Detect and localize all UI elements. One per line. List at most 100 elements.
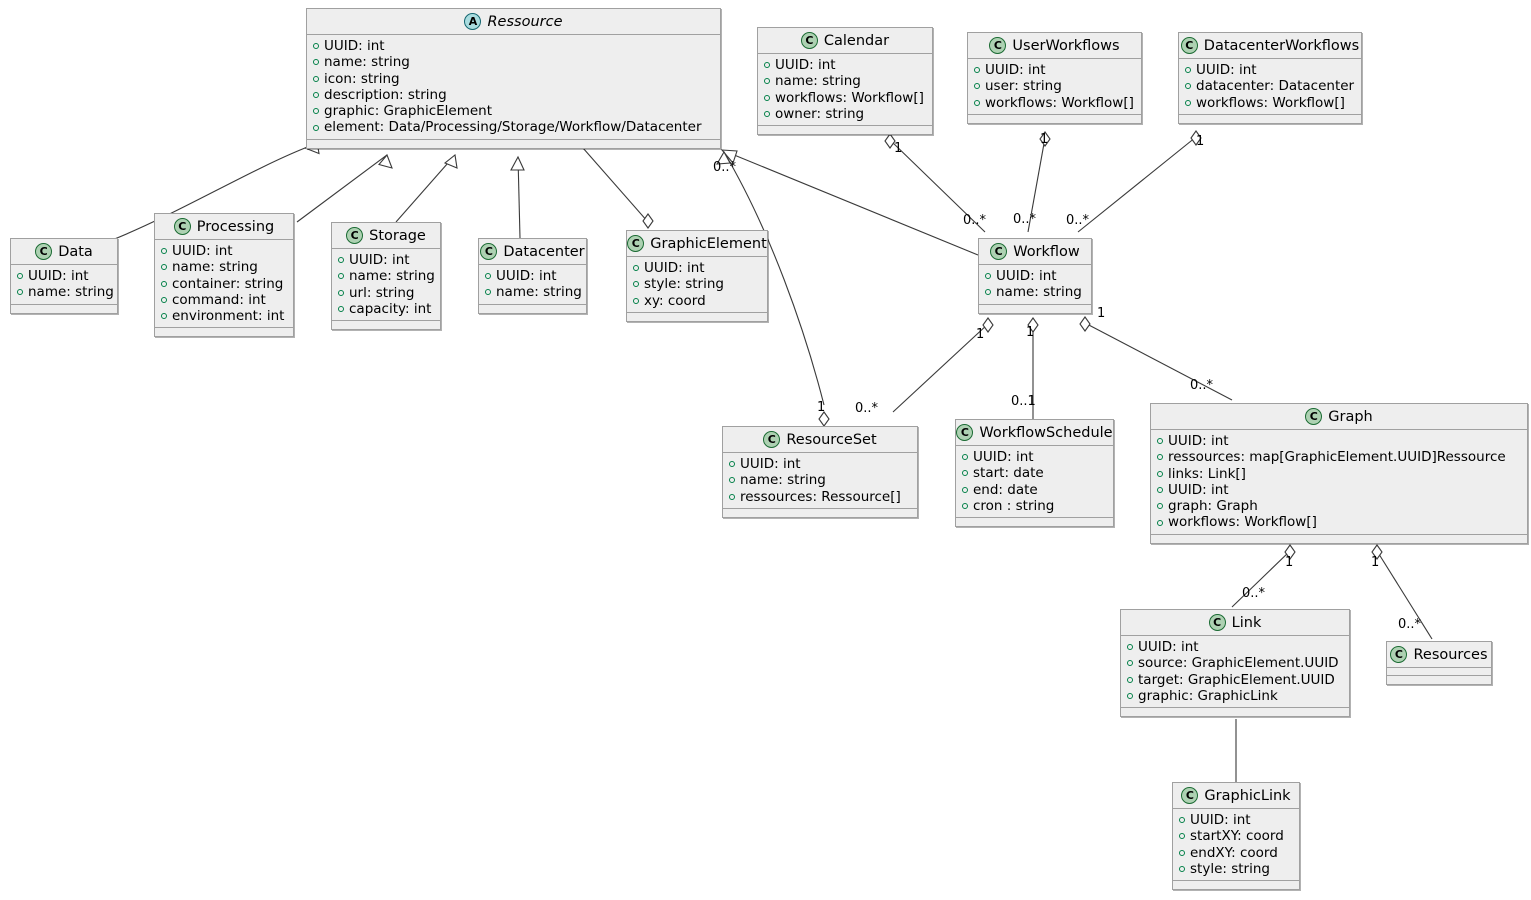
- class-name-workflow: Workflow: [1013, 243, 1080, 260]
- class-name-data: Data: [58, 243, 93, 260]
- multiplicity-label: 0..*: [963, 213, 987, 228]
- attribute-row: owner: string: [764, 106, 926, 122]
- attribute-label: name: string: [740, 472, 826, 489]
- attribute-label: name: string: [172, 259, 258, 276]
- attribute-label: graphic: GraphicLink: [1138, 687, 1278, 704]
- attribute-row: xy: coord: [633, 293, 761, 309]
- visibility-public-icon: [974, 83, 980, 90]
- attribute-row: ressources: Ressource[]: [729, 489, 911, 505]
- class-icon: C: [800, 32, 818, 49]
- multiplicity-label: 0..*: [713, 160, 737, 175]
- attribute-label: graphic: GraphicElement: [324, 103, 493, 120]
- attribute-row: UUID: int: [17, 268, 111, 284]
- attribute-row: workflows: Workflow[]: [974, 95, 1135, 111]
- attribute-row: UUID: int: [1127, 639, 1343, 655]
- edge-datacenterworkflows-workflow: [1077, 136, 1197, 233]
- visibility-public-icon: [313, 124, 319, 131]
- method-compartment-processing: [155, 328, 293, 337]
- class-icon: C: [627, 235, 645, 252]
- multiplicity-label: 1: [1371, 555, 1380, 570]
- attribute-label: container: string: [172, 275, 284, 292]
- visibility-public-icon: [729, 493, 735, 500]
- visibility-public-icon: [313, 59, 319, 66]
- class-name-graphicelement: GraphicElement: [650, 235, 767, 252]
- attribute-label: UUID: int: [28, 268, 89, 284]
- multiplicity-label: 1: [1097, 306, 1106, 321]
- multiplicity-label: 1: [1196, 134, 1205, 149]
- arrow-inheritance-datacenter: [510, 155, 525, 171]
- attribute-row: style: string: [1179, 861, 1293, 877]
- visibility-public-icon: [161, 248, 167, 255]
- method-compartment-graph: [1151, 534, 1527, 543]
- attribute-row: name: string: [161, 259, 287, 275]
- attribute-row: workflows: Workflow[]: [1185, 95, 1355, 111]
- attribute-label: name: string: [349, 268, 435, 285]
- attribute-row: UUID: int: [313, 38, 714, 54]
- class-name-graphiclink: GraphicLink: [1204, 787, 1291, 804]
- attribute-row: ressources: map[GraphicElement.UUID]Ress…: [1157, 449, 1521, 465]
- class-icon: C: [346, 227, 364, 244]
- visibility-public-icon: [962, 454, 968, 461]
- visibility-public-icon: [338, 306, 344, 313]
- class-name-resources: Resources: [1413, 646, 1488, 663]
- attribute-label: UUID: int: [172, 243, 233, 259]
- visibility-public-icon: [1127, 693, 1133, 700]
- visibility-public-icon: [313, 75, 319, 82]
- attribute-row: start: date: [962, 465, 1107, 481]
- attribute-row: UUID: int: [633, 260, 761, 276]
- class-name-resourceset: ResourceSet: [786, 431, 877, 448]
- attribute-label: capacity: int: [349, 300, 432, 317]
- multiplicity-label: 1: [817, 400, 826, 415]
- visibility-public-icon: [161, 264, 167, 271]
- edge-workflow-resourceset: [892, 323, 989, 413]
- multiplicity-label: 0..*: [1013, 212, 1037, 227]
- class-name-graph: Graph: [1328, 408, 1373, 425]
- attribute-label: workflows: Workflow[]: [1196, 94, 1345, 111]
- class-icon: C: [956, 424, 974, 441]
- attribute-label: links: Link[]: [1168, 465, 1246, 482]
- method-compartment-graphicelement: [627, 312, 767, 321]
- arrow-inheritance-storage: [443, 153, 458, 169]
- class-name-ressource: Ressource: [487, 13, 563, 30]
- visibility-public-icon: [1157, 503, 1163, 510]
- attribute-label: description: string: [324, 86, 447, 103]
- attribute-label: owner: string: [775, 105, 865, 122]
- attribute-row: UUID: int: [985, 268, 1085, 284]
- method-compartment-storage: [332, 321, 440, 330]
- visibility-public-icon: [764, 111, 770, 118]
- attribute-row: name: string: [17, 284, 114, 300]
- attribute-label: command: int: [172, 291, 266, 308]
- attribute-label: ressources: map[GraphicElement.UUID]Ress…: [1168, 449, 1506, 466]
- attribute-label: end: date: [973, 481, 1038, 498]
- multiplicity-label: 1: [1040, 132, 1049, 147]
